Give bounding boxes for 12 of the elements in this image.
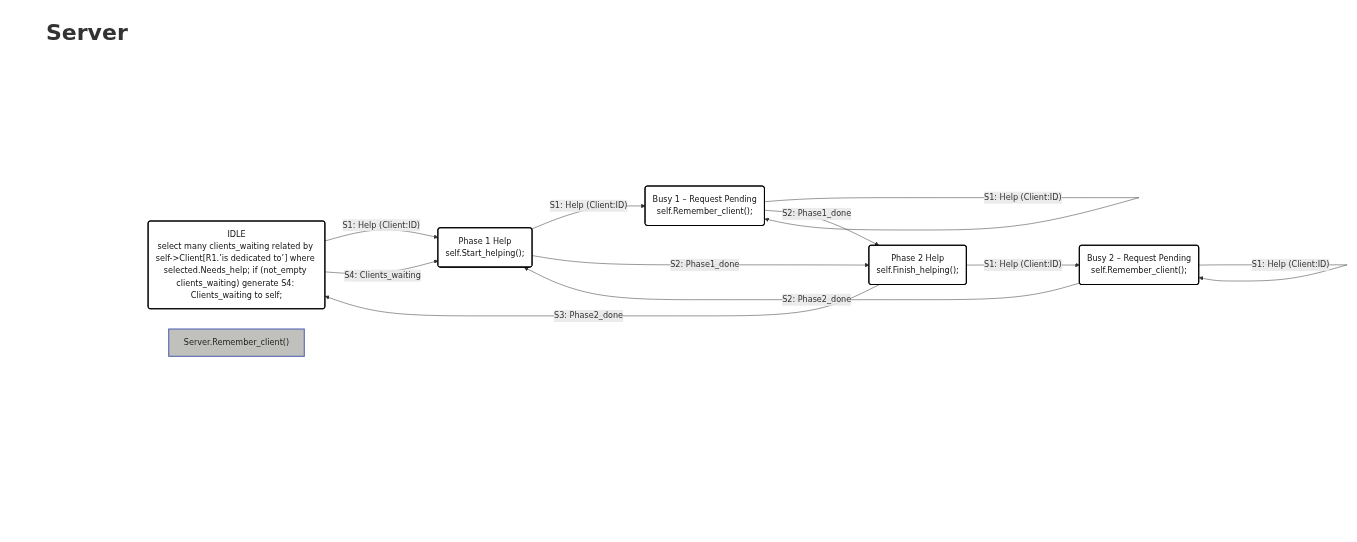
edge-label: S1: Help (Client:ID) — [342, 220, 420, 230]
edge-label: S1: Help (Client:ID) — [983, 259, 1062, 270]
node-box: Server.Remember_client() — [167, 328, 305, 357]
edge-label: S1: Help (Client:ID) — [549, 200, 628, 211]
edge-label: S2: Phase1_done — [669, 259, 739, 270]
edge-label: S1: Help (Client:ID) — [1251, 259, 1330, 270]
edge-label: S4: Clients_waiting — [343, 270, 421, 281]
edge-label: S1: Help (Client:ID) — [983, 192, 1062, 203]
edge-label: S3: Phase2_done — [553, 310, 623, 321]
edge-label: S2: Phase1_done — [781, 208, 851, 219]
edge-label: S2: Phase2_done — [781, 294, 851, 305]
diagram-title: Server — [46, 20, 128, 47]
